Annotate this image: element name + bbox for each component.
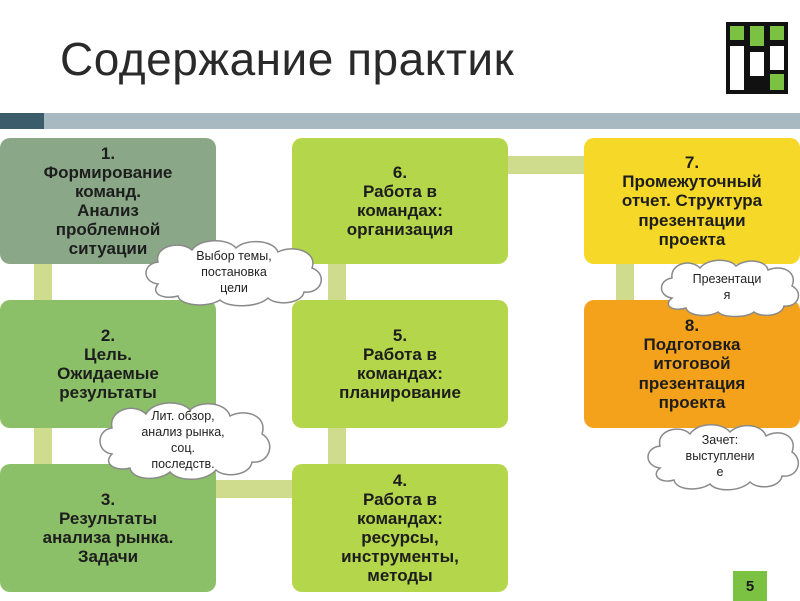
callout-cloud-2: Лит. обзор, анализ рынка, соц. последств… xyxy=(92,398,274,482)
step-box-7-text: 7. Промежуточный отчет. Структура презен… xyxy=(621,153,763,249)
callout-cloud-3: Презентаци я xyxy=(654,256,800,318)
step-box-8: 8. Подготовка итоговой презентация проек… xyxy=(584,300,800,428)
step-box-2-text: 2. Цель. Ожидаемые результаты xyxy=(57,325,159,403)
step-box-8-text: 8. Подготовка итоговой презентация проек… xyxy=(638,316,746,412)
connector-5-6 xyxy=(328,262,346,302)
callout-cloud-4: Зачет: выступлени е xyxy=(640,420,800,492)
step-box-1-text: 1. Формирование команд. Анализ проблемно… xyxy=(43,143,173,259)
connector-3-4 xyxy=(216,480,294,498)
step-box-5: 5. Работа в командах: планирование xyxy=(292,300,508,428)
header-rule xyxy=(0,113,800,129)
slide-title: Содержание практик xyxy=(60,33,515,85)
step-box-5-text: 5. Работа в командах: планирование xyxy=(339,325,461,403)
page-number: 5 xyxy=(733,571,767,601)
header-rule-accent xyxy=(0,113,44,129)
callout-cloud-3-text: Презентаци я xyxy=(692,271,762,302)
step-box-7: 7. Промежуточный отчет. Структура презен… xyxy=(584,138,800,264)
step-box-6-text: 6. Работа в командах: организация xyxy=(346,162,454,240)
step-box-1: 1. Формирование команд. Анализ проблемно… xyxy=(0,138,216,264)
logo-icon xyxy=(726,22,788,94)
callout-cloud-2-text: Лит. обзор, анализ рынка, соц. последств… xyxy=(141,408,225,472)
step-box-4-text: 4. Работа в командах: ресурсы, инструмен… xyxy=(341,470,459,586)
callout-cloud-4-text: Зачет: выступлени е xyxy=(685,432,755,480)
connector-4-5 xyxy=(328,428,346,466)
connector-2-3 xyxy=(34,428,52,466)
step-box-4: 4. Работа в командах: ресурсы, инструмен… xyxy=(292,464,508,592)
step-box-6: 6. Работа в командах: организация xyxy=(292,138,508,264)
connector-7-8 xyxy=(616,262,634,302)
step-box-3: 3. Результаты анализа рынка. Задачи xyxy=(0,464,216,592)
callout-cloud-1: Выбор темы, постановка цели xyxy=(136,236,332,308)
connector-6-7 xyxy=(508,156,586,174)
connector-1-2 xyxy=(34,262,52,302)
step-box-3-text: 3. Результаты анализа рынка. Задачи xyxy=(42,489,174,567)
callout-cloud-1-text: Выбор темы, постановка цели xyxy=(196,248,272,296)
